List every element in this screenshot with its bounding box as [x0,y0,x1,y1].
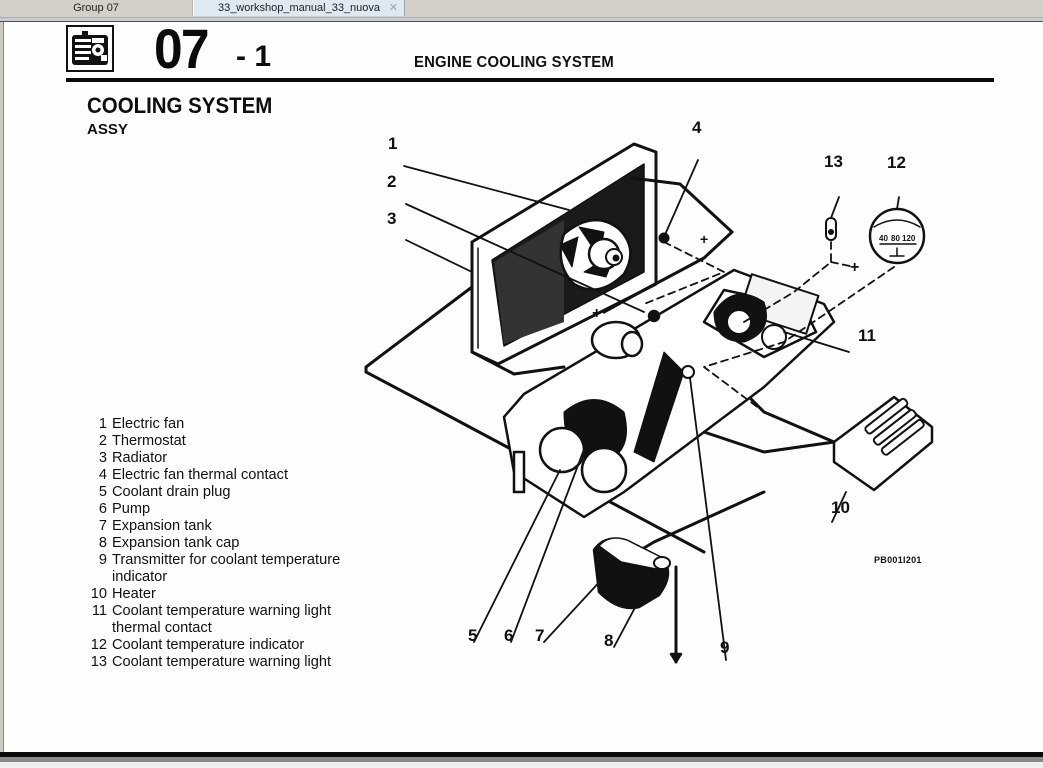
heater-drawing [832,395,934,492]
legend-number: 7 [98,518,107,534]
left-frame-edge [0,22,4,752]
page-title: COOLING SYSTEM [87,93,273,118]
legend-number: 8 [98,535,107,551]
gauge-scale-label: 80 [891,234,900,243]
document-viewport: 07 - 1 ENGINE COOLING SYSTEM COOLING SYS… [0,22,1043,752]
callout-7: 7 [535,626,545,645]
legend-text: thermal contact [112,620,212,636]
legend-item: 10 Heater [84,586,340,603]
legend-number: 2 [98,433,107,449]
horizontal-scrollbar[interactable] [0,757,1043,762]
legend-text: Heater [112,586,156,602]
legend-item: 5 Coolant drain plug [84,484,340,501]
callout-11: 11 [858,326,876,345]
legend-item-continuation: indicator [84,569,340,586]
warning-light-bulb-drawing [825,217,837,241]
legend-item-continuation: thermal contact [84,620,340,637]
callout-5: 5 [468,626,478,645]
callout-10: 10 [831,498,850,517]
engine-cooling-icon [66,25,114,72]
legend-text: Pump [112,501,151,517]
legend-number: 4 [98,467,107,483]
electric-fan-drawing [559,218,632,291]
callout-13: 13 [824,152,843,171]
legend-text: Transmitter for coolant temperature [112,552,341,568]
legend-text: Radiator [112,450,168,466]
callout-8: 8 [604,631,614,650]
manual-page: 07 - 1 ENGINE COOLING SYSTEM COOLING SYS… [4,22,1043,752]
legend-number: 12 [90,637,107,653]
legend-number: 3 [98,450,107,466]
legend-text: Electric fan thermal contact [112,467,289,483]
legend-text: Coolant drain plug [112,484,231,500]
legend-item: 1 Electric fan [84,416,340,433]
legend-item: 3 Radiator [84,450,340,467]
tab-label: 33_workshop_manual_33_nuova [217,2,381,14]
page-subtitle: ASSY [87,121,128,138]
legend-text: Coolant temperature indicator [112,637,305,653]
legend-item: 2 Thermostat [84,433,340,450]
legend-item: 6 Pump [84,501,340,518]
legend-text: Coolant temperature warning light [112,654,332,670]
section-title: ENGINE COOLING SYSTEM [414,54,614,71]
header-rule [66,78,994,82]
wiring [643,241,895,413]
callout-1: 1 [388,134,398,153]
status-strip [0,762,1043,768]
legend-text: Expansion tank [112,518,212,534]
legend-number: 11 [91,603,107,619]
legend-item: 12 Coolant temperature indicator [84,637,340,654]
toolbar-strip [0,18,1043,22]
legend-number: 6 [98,501,107,517]
page-bottom-border [0,752,1043,757]
gauge-scale-label: 40 [879,234,888,243]
legend-item: 7 Expansion tank [84,518,340,535]
polarity-mark: + [700,231,708,247]
parts-legend: 1 Electric fan 2 Thermostat 3 Radiator 4 Ele… [84,416,340,671]
callout-6: 6 [504,626,514,645]
legend-item: 9 Transmitter for coolant temperature [84,552,340,569]
figure-reference: PB001I201 [874,555,922,565]
legend-number: 10 [90,586,107,602]
legend-text: indicator [112,569,168,585]
callout-4: 4 [692,118,702,137]
legend-item: 8 Expansion tank cap [84,535,340,552]
legend-item: 13 Coolant temperature warning light [84,654,340,671]
legend-item: 4 Electric fan thermal contact [84,467,340,484]
legend-text: Coolant temperature warning light [112,603,332,619]
chapter-number: 07 [154,22,209,80]
callout-9: 9 [720,638,730,657]
polarity-mark: + [592,305,601,322]
chapter-page: - 1 [236,40,272,73]
tab-group-07[interactable]: Group 07 [0,0,193,16]
gauge-scale-label: 120 [902,234,916,243]
close-icon[interactable]: ✕ [388,2,398,14]
polarity-mark: + [850,259,859,276]
leader-lines [403,159,900,661]
legend-number: 13 [90,654,107,670]
tab-workshop-manual[interactable]: 33_workshop_manual_33_nuova ✕ [193,0,405,16]
callout-12: 12 [887,153,906,172]
engine-block-drawing [502,268,836,519]
legend-item: 11 Coolant temperature warning light [84,603,340,620]
document-tab-bar: Group 07 33_workshop_manual_33_nuova ✕ [0,0,1043,18]
legend-number: 1 [98,416,107,432]
expansion-tank-drawing [592,537,683,664]
legend-number: 5 [98,484,107,500]
legend-text: Thermostat [112,433,186,449]
callout-3: 3 [387,209,397,228]
legend-text: Electric fan [112,416,185,432]
legend-text: Expansion tank cap [112,535,240,551]
legend-number: 9 [98,552,107,568]
callout-2: 2 [387,172,397,191]
tab-label: Group 07 [73,2,119,14]
cooling-system-diagram: + + + 40 80 120 [364,142,934,664]
